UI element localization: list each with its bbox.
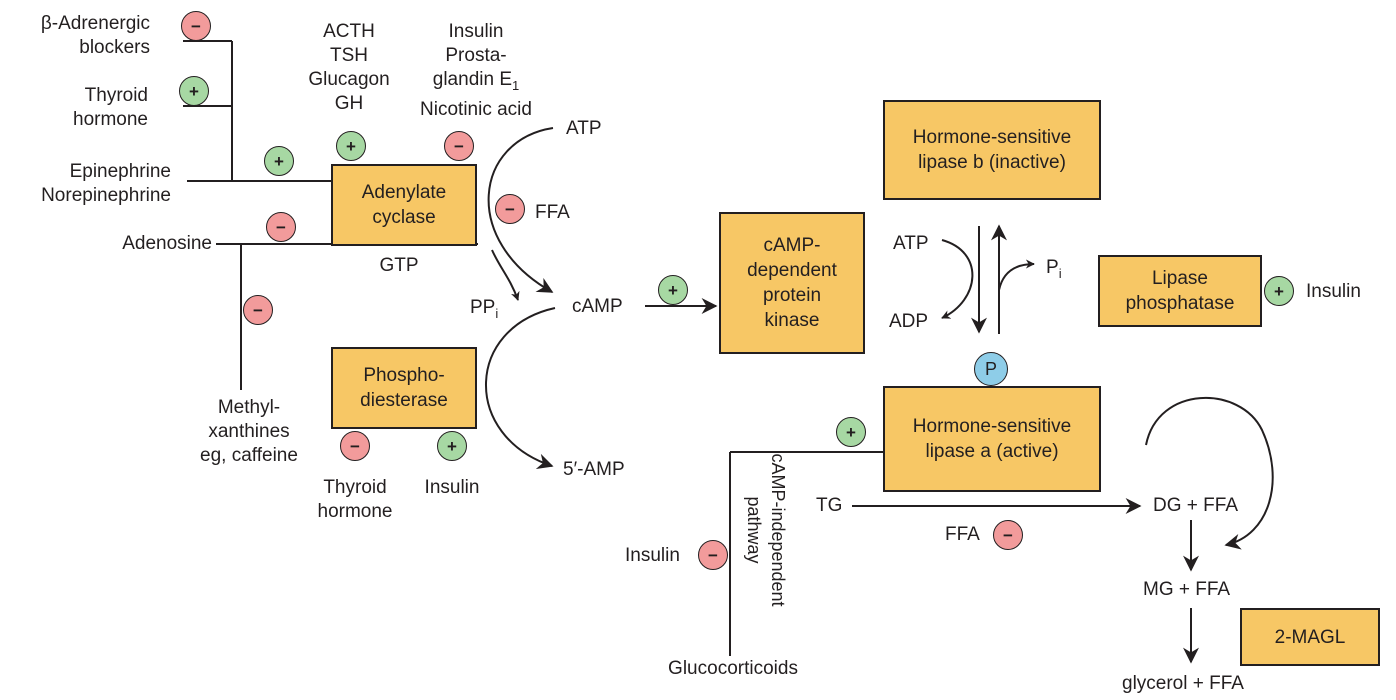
insulin-phosphatase-label: Insulin bbox=[1306, 281, 1361, 302]
adenosine-label: Adenosine bbox=[122, 233, 212, 254]
atp-top-label: ATP bbox=[566, 118, 602, 139]
hsl-b-box: Hormone-sensitive lipase b (inactive) bbox=[883, 100, 1101, 200]
ppi-text: PP bbox=[470, 297, 496, 318]
insulin-pde-label: Insulin bbox=[424, 477, 480, 498]
glucocorticoids-label: Glucocorticoids bbox=[668, 658, 798, 679]
phosphodiesterase-box: Phospho- diesterase bbox=[331, 347, 477, 429]
atp-pka-label: ATP bbox=[893, 233, 929, 254]
camp-label: cAMP bbox=[572, 296, 623, 317]
phosphodiesterase-label: Phospho- diesterase bbox=[360, 365, 448, 411]
hsl-a-box: Hormone-sensitive lipase a (active) bbox=[883, 386, 1101, 492]
ffa-tg-label: FFA bbox=[945, 524, 980, 545]
minus-badge-beta-blockers: − bbox=[181, 11, 211, 41]
pi-subscript: i bbox=[1058, 265, 1062, 281]
pi-release-curve bbox=[998, 259, 1035, 291]
insulin-group-line-3: glandin E1 bbox=[420, 68, 532, 98]
gtp-label: GTP bbox=[379, 255, 419, 276]
epinephrine-label: Epinephrine Norepinephrine bbox=[41, 161, 171, 206]
minus-badge-thyroid-bottom: − bbox=[340, 431, 370, 461]
plus-badge-insulin-pde: + bbox=[437, 431, 467, 461]
plus-badge-insulin-phosphatase: + bbox=[1264, 276, 1294, 306]
pi-label: Pi bbox=[1046, 256, 1062, 286]
magl-box: 2-MAGL bbox=[1240, 608, 1380, 666]
minus-badge-methylxanthines: − bbox=[243, 295, 273, 325]
beta-blockers-label: β-Adrenergic blockers bbox=[40, 13, 150, 58]
tg-label: TG bbox=[816, 495, 843, 516]
insulin-group-line-2: Prosta- bbox=[445, 45, 507, 66]
camp-independent-label: cAMP-independent pathway bbox=[744, 453, 788, 607]
prostaglandin-text: glandin E bbox=[432, 69, 512, 90]
insulin-group-line-4: Nicotinic acid bbox=[420, 98, 532, 120]
glycerol-ffa-label: glycerol + FFA bbox=[1122, 673, 1244, 694]
insulin-glucocorticoid-label: Insulin bbox=[625, 545, 680, 566]
insulin-group-label: Insulin Prosta- glandin E1 Nicotinic aci… bbox=[420, 20, 532, 122]
camp-to-5amp-arrow bbox=[485, 307, 556, 470]
thyroid-hormone-bottom-label: Thyroid hormone bbox=[317, 477, 393, 522]
atp-to-camp-arrow bbox=[487, 127, 554, 293]
hsl-recycle-arrow bbox=[1145, 397, 1274, 550]
mg-ffa-label: MG + FFA bbox=[1143, 579, 1231, 600]
plus-badge-thyroid-top: + bbox=[179, 76, 209, 106]
minus-badge-adenosine: − bbox=[266, 212, 296, 242]
five-amp-label: 5′-AMP bbox=[563, 459, 625, 480]
adp-label: ADP bbox=[889, 311, 929, 332]
atp-adp-curve bbox=[941, 239, 974, 319]
plus-badge-pathway: + bbox=[836, 417, 866, 447]
hsl-a-label: Hormone-sensitive lipase a (active) bbox=[912, 416, 1072, 462]
lipase-phosphatase-label: Lipase phosphatase bbox=[1125, 268, 1235, 314]
adenylate-cyclase-box: Adenylate cyclase bbox=[331, 164, 477, 246]
ppi-subscript: i bbox=[495, 305, 499, 321]
lipase-phosphatase-box: Lipase phosphatase bbox=[1098, 255, 1262, 327]
thyroid-hormone-top-label: Thyroid hormone bbox=[73, 85, 148, 130]
insulin-group-line-1: Insulin bbox=[448, 21, 504, 42]
protein-kinase-box: cAMP- dependent protein kinase bbox=[719, 212, 865, 354]
protein-kinase-label: cAMP- dependent protein kinase bbox=[747, 235, 837, 331]
adenylate-cyclase-label: Adenylate cyclase bbox=[361, 182, 447, 228]
ppi-label: PPi bbox=[470, 296, 498, 326]
pi-text: P bbox=[1046, 257, 1059, 278]
hormones-label: ACTH TSH Glucagon GH bbox=[308, 21, 390, 114]
minus-badge-ffa-tg: − bbox=[993, 520, 1023, 550]
methylxanthines-label: Methyl- xanthines eg, caffeine bbox=[200, 397, 298, 466]
prostaglandin-subscript: 1 bbox=[512, 77, 520, 93]
plus-badge-epinephrine: + bbox=[264, 146, 294, 176]
plus-badge-hormones: + bbox=[336, 131, 366, 161]
ffa-inhibit-label: FFA bbox=[535, 202, 570, 223]
ppi-branch-arrow bbox=[491, 249, 520, 301]
plus-badge-camp: + bbox=[658, 275, 688, 305]
phosphate-badge: P bbox=[974, 352, 1008, 386]
hsl-b-label: Hormone-sensitive lipase b (inactive) bbox=[912, 127, 1072, 173]
minus-badge-ffa: − bbox=[495, 194, 525, 224]
minus-badge-insulin-group: − bbox=[444, 131, 474, 161]
magl-label: 2-MAGL bbox=[1274, 626, 1346, 648]
dg-ffa-label: DG + FFA bbox=[1153, 495, 1238, 516]
minus-badge-insulin-glucocorticoid: − bbox=[698, 540, 728, 570]
